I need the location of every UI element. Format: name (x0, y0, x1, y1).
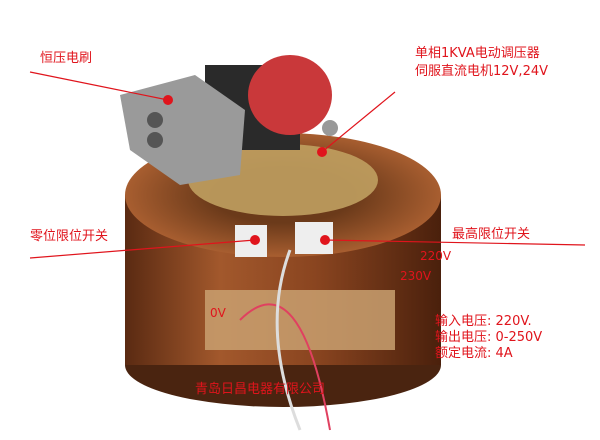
spec-list: 输入电压: 220V. 输出电压: 0-250V 额定电流: 4A (435, 314, 542, 362)
annotation-dots (163, 95, 330, 245)
tap-230-label: 230V (400, 269, 432, 283)
tap-0-label: 0V (210, 306, 226, 320)
spec-output-voltage: 输出电压: 0-250V (435, 330, 543, 345)
wire-white (275, 249, 302, 431)
insulating-tape (205, 290, 395, 350)
tap-220-label: 220V (420, 249, 452, 263)
carbon-brush (120, 75, 245, 185)
spec-input-voltage: 输入电压: 220V. (435, 314, 532, 329)
zero-switch-label: 零位限位开关 (30, 229, 109, 244)
annotation-lines (29, 71, 586, 259)
max-switch-label: 最高限位开关 (452, 227, 531, 242)
brush-label: 恒压电刷 (40, 51, 93, 66)
wire-red (239, 303, 331, 431)
spec-rated-current: 额定电流: 4A (435, 346, 513, 361)
product-line1: 单相1KVA电动调压器 (415, 46, 540, 61)
company-name: 青岛日昌电器有限公司 (195, 382, 326, 397)
product-line2: 伺服直流电机12V,24V (415, 64, 549, 79)
